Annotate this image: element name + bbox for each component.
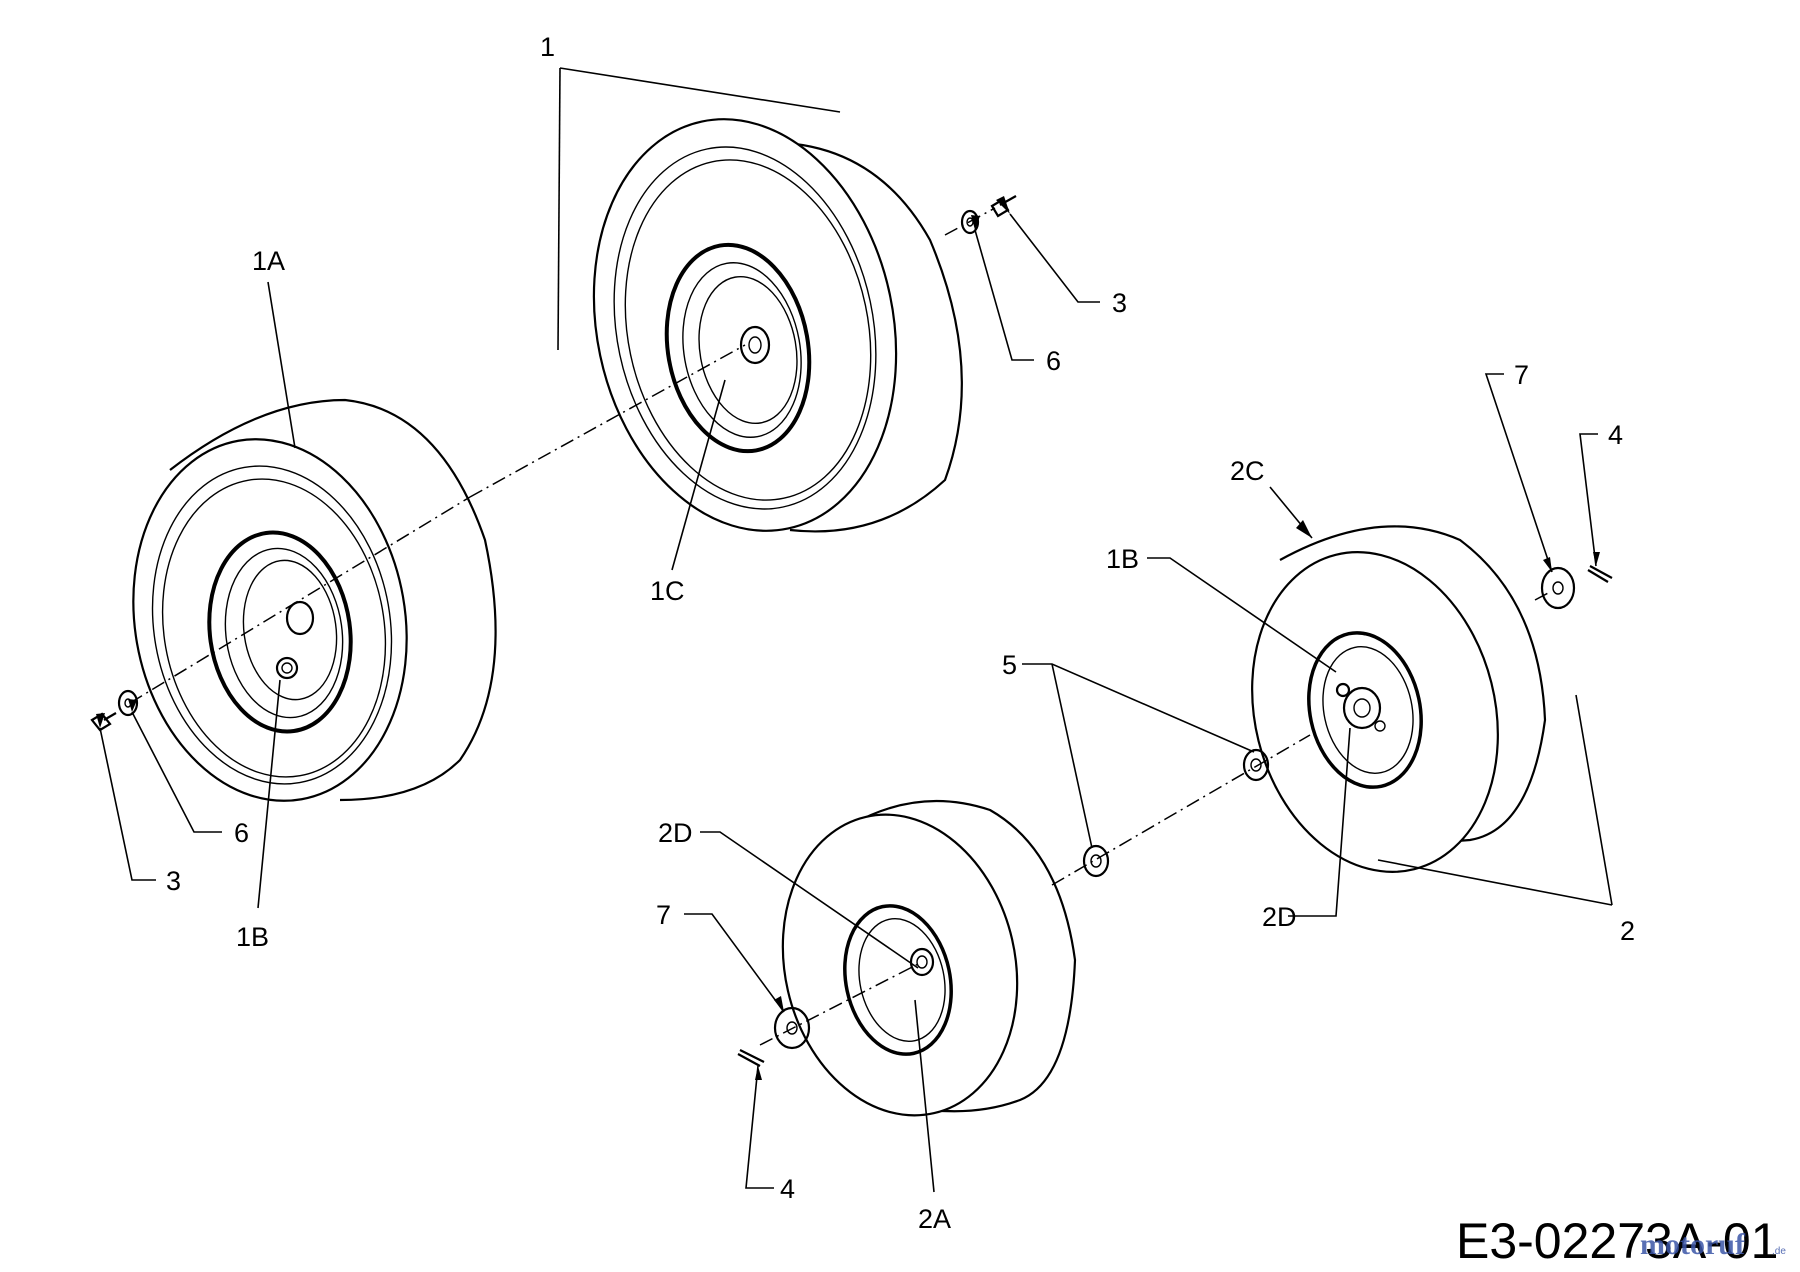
callout-5: 5 — [1002, 650, 1017, 680]
axis-lines — [129, 207, 1551, 1046]
callout-labels: 1 1A 1C 1B 3 6 3 6 7 4 2C 1B 5 2D 2 2D 7… — [166, 32, 1635, 1234]
callout-2D-right: 2D — [1262, 902, 1297, 932]
callout-2D-left: 2D — [658, 818, 693, 848]
spacer-lower — [1082, 844, 1110, 878]
callout-6-left: 6 — [234, 818, 249, 848]
callout-7-left: 7 — [656, 900, 671, 930]
callout-4-left: 4 — [780, 1174, 795, 1204]
rear-wheel-left — [132, 398, 497, 802]
callout-2: 2 — [1620, 916, 1635, 946]
callout-1C: 1C — [650, 576, 685, 606]
flat-washer-left — [773, 1006, 811, 1050]
front-wheel-left — [781, 800, 1077, 1117]
callout-2A: 2A — [918, 1204, 951, 1234]
flat-washer-right — [1540, 566, 1576, 610]
watermark-suffix: .de — [1772, 1246, 1786, 1257]
drawing-number: E3-02273A-01 — [1456, 1213, 1778, 1269]
rear-wheel-right — [592, 118, 963, 533]
leader-lines — [99, 67, 1613, 1193]
callout-4-right: 4 — [1608, 420, 1623, 450]
callout-1: 1 — [540, 32, 555, 62]
washer-left — [117, 689, 139, 717]
callout-1B-right: 1B — [1106, 544, 1139, 574]
cotter-pin-left — [737, 1049, 765, 1067]
spacer-upper — [1242, 748, 1270, 782]
callout-7-right: 7 — [1514, 360, 1529, 390]
callout-6-right: 6 — [1046, 346, 1061, 376]
callout-1A: 1A — [252, 246, 285, 276]
callout-3-left: 3 — [166, 866, 181, 896]
callout-1B-left: 1B — [236, 922, 269, 952]
callout-3-right: 3 — [1112, 288, 1127, 318]
front-wheel-right — [1251, 525, 1547, 873]
washer-top-right — [960, 209, 980, 235]
callout-2C: 2C — [1230, 456, 1265, 486]
cotter-pin-right — [1587, 565, 1613, 583]
arrowheads — [96, 196, 1600, 1080]
watermark-logo: motoruf — [1640, 1228, 1746, 1261]
